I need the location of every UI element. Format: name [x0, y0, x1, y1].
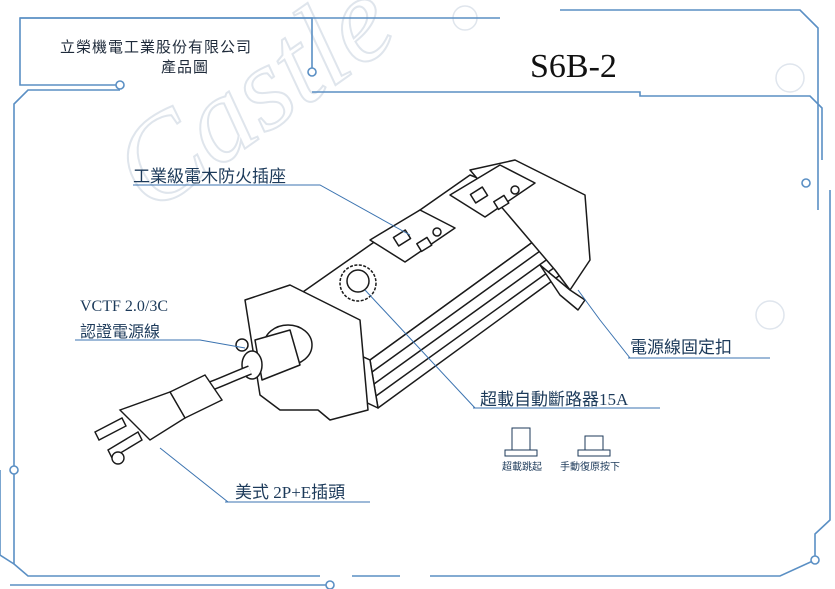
label-cord-clamp: 電源線固定扣	[630, 338, 732, 357]
breaker-state-icons	[504, 427, 611, 457]
registered-mark-3	[755, 300, 785, 330]
registered-mark-2	[775, 63, 805, 93]
outlet-1	[369, 209, 456, 263]
leader-lines	[75, 184, 770, 503]
leader-outlet	[133, 184, 411, 236]
plug-ground-pin	[111, 451, 125, 465]
company-name: 立榮機電工業股份有限公司	[59, 38, 252, 56]
power-strip	[235, 159, 591, 421]
leader-clamp	[577, 289, 631, 359]
breaker-reset-icon	[584, 435, 604, 451]
plug-head	[118, 391, 186, 441]
leader-breaker	[364, 289, 476, 409]
leader-cord	[75, 339, 246, 349]
label-breaker-reset: 手動復原按下	[560, 462, 620, 473]
model-number: S6B-2	[530, 48, 617, 85]
outlet-2	[449, 164, 536, 218]
label-breaker: 超載自動斷路器15A	[480, 390, 629, 409]
plug-prong-1	[94, 417, 127, 441]
plug-assembly	[94, 365, 252, 465]
leader-plug	[159, 447, 229, 503]
label-outlet: 工業級電木防火插座	[133, 167, 286, 186]
label-breaker-tripped: 超載跳起	[502, 462, 542, 473]
drawing-subtitle: 產品圖	[160, 58, 209, 76]
label-cord-spec: VCTF 2.0/3C	[80, 298, 169, 315]
border-frame	[0, 9, 831, 589]
breaker-tripped-icon	[511, 427, 531, 451]
label-cord-cert: 認證電源線	[80, 324, 161, 341]
label-plug: 美式 2P+E插頭	[235, 483, 346, 502]
